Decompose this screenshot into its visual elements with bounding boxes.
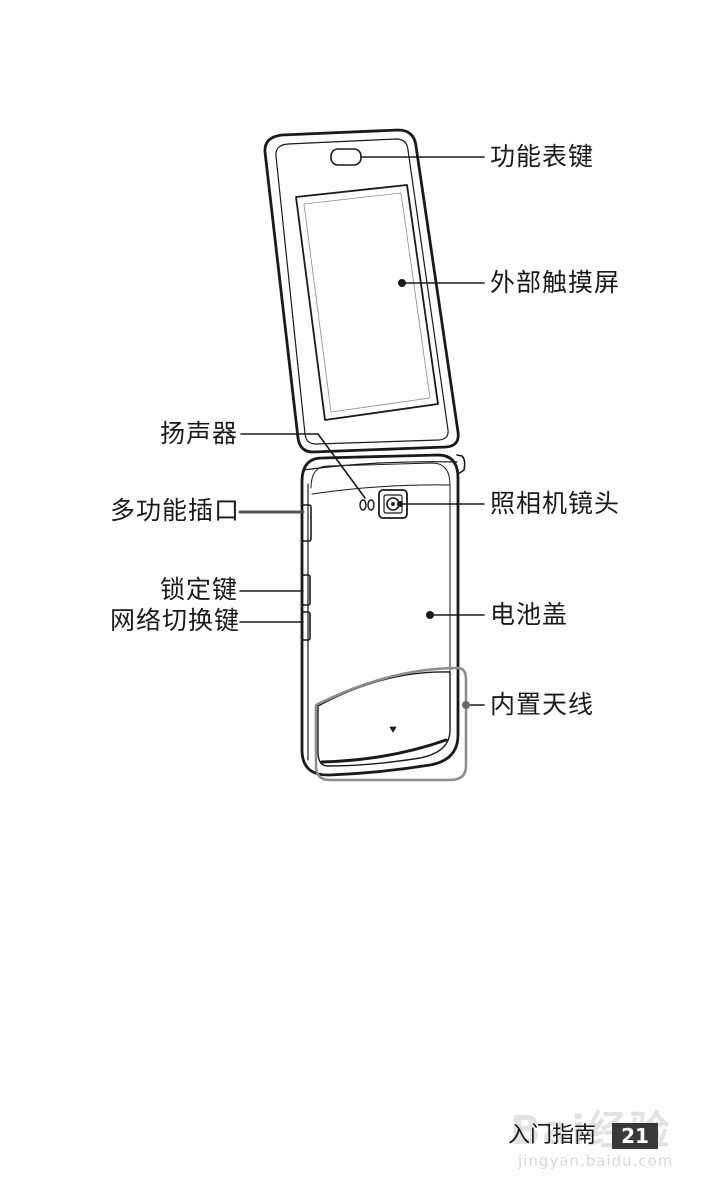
small-arrow-icon <box>389 726 397 733</box>
antenna-highlight <box>314 666 468 782</box>
page-number: 21 <box>612 1123 658 1149</box>
label-touch-screen: 外部触摸屏 <box>490 268 621 297</box>
leader-lines <box>238 156 485 706</box>
outer-touch-screen <box>295 184 439 421</box>
label-function-key: 功能表键 <box>490 142 595 171</box>
phone-body <box>300 453 468 782</box>
label-camera-lens: 照相机镜头 <box>490 489 621 518</box>
label-speaker: 扬声器 <box>160 419 239 448</box>
label-antenna: 内置天线 <box>490 690 595 719</box>
footer-section-title: 入门指南 <box>508 1123 597 1148</box>
label-lock-key: 锁定键 <box>160 575 239 604</box>
phone-flip-top <box>263 128 460 454</box>
function-key <box>330 148 362 166</box>
label-battery-cover: 电池盖 <box>490 600 569 629</box>
speaker-grille <box>359 499 375 511</box>
label-multi-jack: 多功能插口 <box>110 496 241 525</box>
multi-function-jack <box>301 504 312 542</box>
label-network-key: 网络切换键 <box>110 606 241 635</box>
network-switch-key <box>301 611 311 641</box>
watermark-url: jingyan.baidu.com <box>518 1152 674 1170</box>
lock-key <box>301 574 311 606</box>
